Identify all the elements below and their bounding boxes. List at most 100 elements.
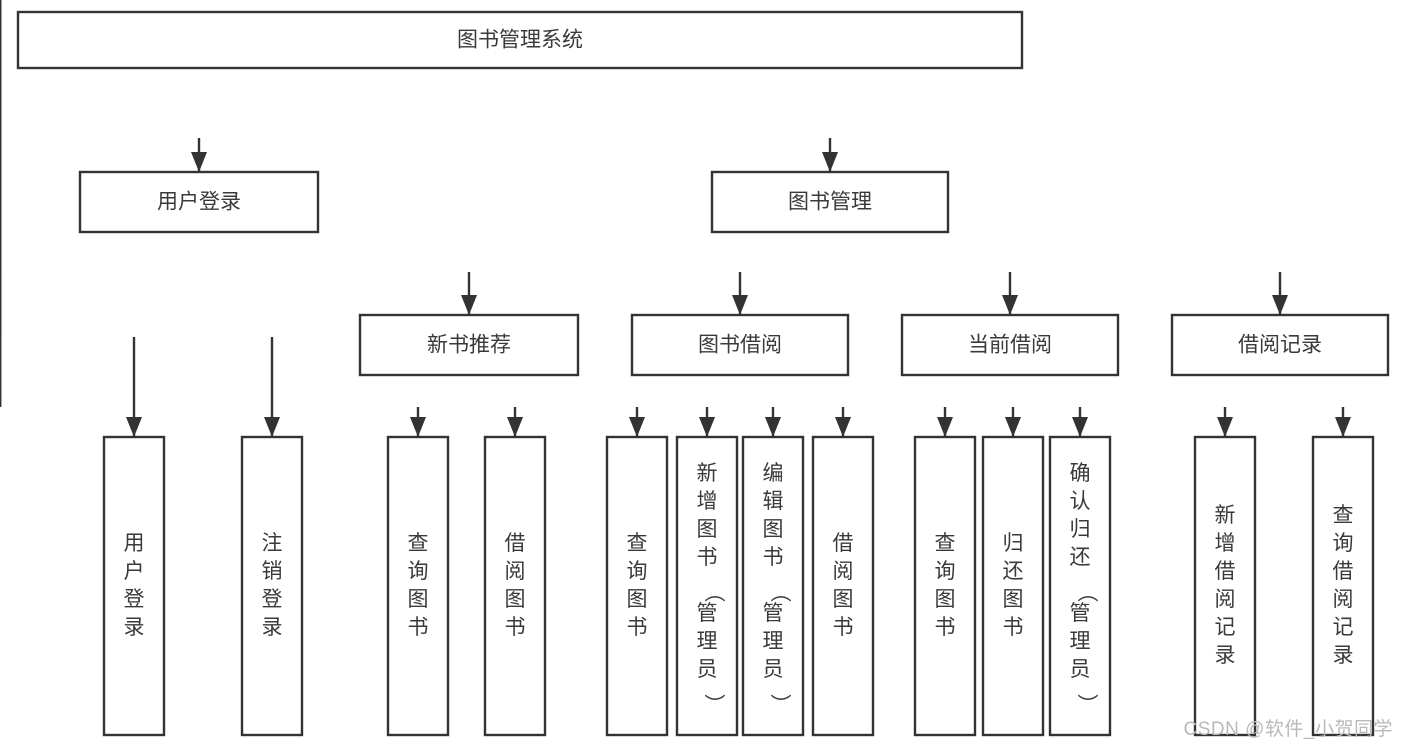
label-char: 查	[408, 532, 429, 555]
node-borrow-record[interactable]	[1170, 313, 1390, 377]
label-char: 员	[763, 658, 784, 681]
arrow-head-icon	[264, 417, 280, 437]
label-char: 录	[1215, 644, 1236, 667]
label-char: ）	[702, 694, 725, 715]
label-char: 询	[408, 560, 429, 583]
label-char: 录	[1333, 644, 1354, 667]
label-char: 增	[1215, 532, 1236, 555]
node-user-login[interactable]	[78, 170, 320, 234]
node-leaf-user-login[interactable]	[102, 435, 166, 737]
node-current-borrow[interactable]	[900, 313, 1120, 377]
node-book-management[interactable]	[710, 170, 950, 234]
arrow-head-icon	[1272, 295, 1288, 315]
label-char: 查	[627, 532, 648, 555]
arrow-head-icon	[126, 417, 142, 437]
arrow-head-icon	[191, 152, 207, 172]
label-char: 新	[697, 462, 718, 485]
label-char: 增	[697, 490, 718, 513]
label-char: 录	[262, 616, 283, 639]
arrow-head-icon	[822, 152, 838, 172]
arrow-head-icon	[732, 295, 748, 315]
label-char: 书	[935, 616, 956, 639]
label-char: 图	[833, 588, 854, 611]
arrow-head-icon	[1335, 417, 1351, 437]
node-layer: 图书管理系统用户登录图书管理新书推荐图书借阅当前借阅借阅记录用户登录注销登录查询…	[16, 10, 1390, 737]
label-char: 归	[1003, 532, 1024, 555]
node-leaf-borrow-book-recommend[interactable]	[483, 435, 547, 737]
arrow-head-icon	[410, 417, 426, 437]
label-char: 书	[833, 616, 854, 639]
node-leaf-add-borrow-record[interactable]	[1193, 435, 1257, 737]
label-char: 图	[627, 588, 648, 611]
node-leaf-edit-book-admin[interactable]	[741, 435, 805, 737]
node-leaf-logout[interactable]	[240, 435, 304, 737]
node-leaf-query-book-current[interactable]	[913, 435, 977, 737]
label-char: 书	[697, 546, 718, 569]
label-char: 理	[1070, 630, 1091, 653]
label-char: 阅	[1333, 588, 1354, 611]
arrow-head-icon	[765, 417, 781, 437]
label-char: 员	[1070, 658, 1091, 681]
arrow-head-icon	[1002, 295, 1018, 315]
label-char: 询	[935, 560, 956, 583]
label-char: （	[702, 582, 725, 603]
arrow-head-icon	[507, 417, 523, 437]
label-char: 借	[833, 532, 854, 555]
node-leaf-return-book[interactable]	[981, 435, 1045, 737]
node-leaf-query-book-borrow[interactable]	[605, 435, 669, 737]
label-char: 借	[1215, 560, 1236, 583]
label-char: 户	[124, 560, 145, 583]
arrow-head-icon	[699, 417, 715, 437]
label-char: 新	[1215, 504, 1236, 527]
label-char: 用	[124, 532, 145, 555]
label-char: 书	[627, 616, 648, 639]
label-char: ）	[1075, 694, 1098, 715]
label-char: 登	[124, 588, 145, 611]
label-char: 管	[697, 602, 718, 625]
label-char: 书	[408, 616, 429, 639]
node-label-borrow-record: 借阅记录	[1238, 334, 1322, 357]
label-char: 归	[1070, 518, 1091, 541]
label-char: 书	[763, 546, 784, 569]
arrow-head-icon	[937, 417, 953, 437]
node-leaf-query-borrow-record[interactable]	[1311, 435, 1375, 737]
node-book-borrow[interactable]	[630, 313, 850, 377]
label-char: ）	[768, 694, 791, 715]
arrow-head-icon	[835, 417, 851, 437]
label-char: 管	[1070, 602, 1091, 625]
node-leaf-borrow-book[interactable]	[811, 435, 875, 737]
node-new-book-recommend[interactable]	[358, 313, 580, 377]
node-root-system[interactable]	[16, 10, 1024, 70]
arrow-head-icon	[461, 295, 477, 315]
label-char: 还	[1003, 560, 1024, 583]
label-char: 阅	[1215, 588, 1236, 611]
label-char: 询	[627, 560, 648, 583]
label-char: 询	[1333, 532, 1354, 555]
label-char: 阅	[833, 560, 854, 583]
label-char: 还	[1070, 546, 1091, 569]
arrow-head-icon	[1072, 417, 1088, 437]
connector-layer	[0, 0, 1351, 437]
node-label-new-book-recommend: 新书推荐	[427, 334, 511, 357]
label-char: 书	[505, 616, 526, 639]
node-leaf-query-book-recommend[interactable]	[386, 435, 450, 737]
label-char: 阅	[505, 560, 526, 583]
label-char: 注	[262, 532, 283, 555]
node-leaf-confirm-return-admin[interactable]	[1048, 435, 1112, 737]
node-leaf-add-book-admin[interactable]	[675, 435, 739, 737]
label-char: （	[768, 582, 791, 603]
arrow-head-icon	[629, 417, 645, 437]
label-char: 查	[1333, 504, 1354, 527]
label-char: 理	[763, 630, 784, 653]
